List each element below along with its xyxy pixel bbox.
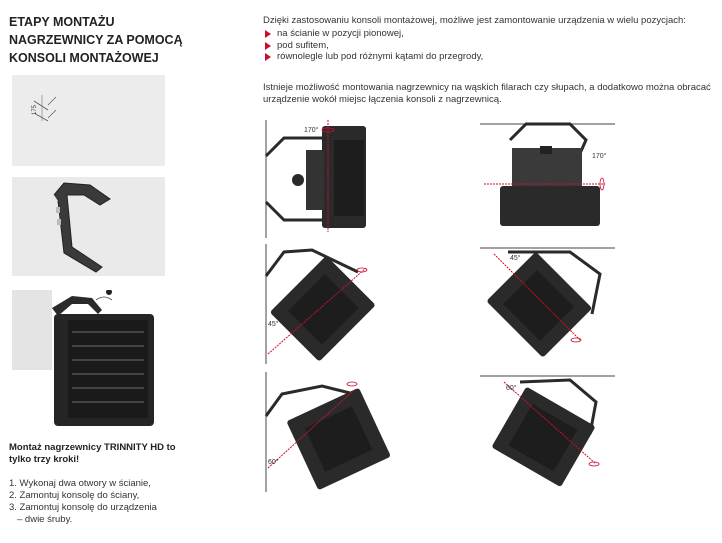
bracket-illustration: [53, 182, 111, 273]
drilling-marks-illustration: 175: [32, 95, 57, 122]
diagram-ceiling-45: 45°: [480, 244, 620, 364]
mounting-note: Montaż nagrzewnicy TRINNITY HD to tylko …: [9, 442, 176, 465]
diagram-wall-60: 60°: [262, 372, 412, 492]
list-item: na ścianie w pozycji pionowej,: [263, 28, 563, 40]
angle-label: 60°: [268, 458, 279, 466]
diagram-ceiling-60: 60°: [480, 372, 620, 492]
angle-label: 170°: [592, 152, 607, 160]
title-line-1: ETAPY MONTAŻU: [9, 15, 115, 29]
title-line-2: NAGRZEWNICY ZA POMOCĄ: [9, 33, 183, 47]
positions-list: na ścianie w pozycji pionowej, pod sufit…: [263, 28, 563, 63]
page-title: ETAPY MONTAŻU NAGRZEWNICY ZA POMOCĄ KONS…: [9, 13, 209, 67]
angle-label: 45°: [510, 254, 521, 262]
intro-paragraph: Dzięki zastosowaniu konsoli montażowej, …: [263, 15, 686, 26]
diagram-wall-170: 170°: [262, 120, 412, 238]
step-3: 3. Zamontuj konsolę do urządzenia: [9, 502, 157, 513]
angle-label: 45°: [268, 320, 279, 328]
angle-label: 170°: [304, 126, 319, 134]
diagram-wall-45: 45°: [262, 244, 412, 364]
step-3-continuation: – dwie śruby.: [17, 514, 73, 525]
bracket-on-wall-photo: [12, 177, 165, 276]
heater-illustration: [12, 289, 154, 426]
mounting-steps-list: 1. Wykonaj dwa otwory w ścianie, 2. Zamo…: [9, 478, 189, 526]
diagram-ceiling-170: 170°: [480, 120, 620, 238]
angle-label: 60°: [506, 384, 517, 392]
step-2: 2. Zamontuj konsolę do ściany,: [9, 490, 140, 501]
mounted-heater-photo: [12, 289, 165, 432]
list-item: równolegle lub pod różnymi kątami do prz…: [263, 51, 563, 63]
rotation-paragraph: Istnieje możliwość montowania nagrzewnic…: [263, 82, 711, 105]
wall-drilling-photo: 175: [12, 75, 165, 166]
red-triangle-icon: [265, 30, 271, 38]
list-item: pod sufitem,: [263, 40, 563, 52]
red-triangle-icon: [265, 41, 271, 50]
red-triangle-icon: [265, 53, 271, 61]
title-line-3: KONSOLI MONTAŻOWEJ: [9, 51, 159, 65]
wall-dimension-label: 175: [32, 104, 38, 115]
step-1: 1. Wykonaj dwa otwory w ścianie,: [9, 478, 151, 489]
